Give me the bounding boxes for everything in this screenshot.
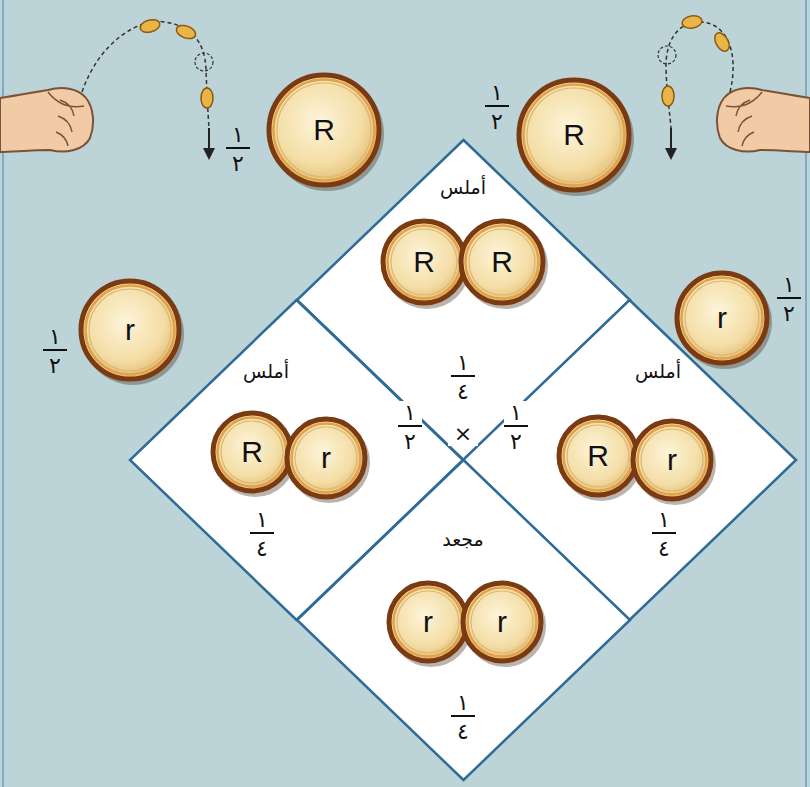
allele-coin: R: [266, 72, 382, 188]
allele-coin: r: [460, 580, 544, 664]
fraction-numerator: ١: [504, 401, 528, 426]
fraction-denominator: ٢: [504, 430, 528, 453]
fraction-numerator: ١: [398, 401, 422, 426]
allele-letter: R: [241, 437, 263, 467]
fraction-numerator: ١: [652, 508, 676, 533]
allele-coin: R: [380, 218, 468, 306]
allele-coin: r: [674, 270, 770, 366]
fraction-denominator: ٢: [398, 430, 422, 453]
fraction-numerator: ١: [226, 123, 250, 148]
fraction-denominator: ٢: [777, 302, 801, 325]
allele-coin: R: [556, 414, 640, 498]
allele-coin: r: [78, 278, 182, 382]
allele-coin: r: [284, 416, 368, 500]
allele-letter: R: [587, 441, 609, 471]
fraction-denominator: ٤: [250, 537, 274, 560]
fraction-denominator: ٢: [226, 152, 250, 175]
multiply-sign: ×: [448, 422, 478, 445]
phenotype-label: مجعد: [442, 527, 484, 553]
phenotype-label: أملس: [440, 175, 486, 201]
allele-letter: r: [423, 607, 433, 637]
allele-letter: r: [717, 303, 727, 333]
allele-letter: R: [563, 120, 585, 150]
hand-illustration: [717, 88, 810, 152]
fraction-denominator: ٢: [485, 110, 509, 133]
phenotype-label: أملس: [243, 359, 289, 385]
coin-chain: [82, 18, 215, 160]
fraction-numerator: ١: [485, 81, 509, 106]
fraction-numerator: ١: [250, 508, 274, 533]
allele-letter: R: [491, 247, 513, 277]
genotype-diamond: مجعد ١ ٤ r r: [297, 460, 630, 780]
allele-letter: r: [497, 607, 507, 637]
allele-letter: R: [313, 115, 335, 145]
allele-letter: r: [321, 443, 331, 473]
phenotype-label: أملس: [635, 359, 681, 385]
allele-letter: r: [667, 445, 677, 475]
hand-illustration: [0, 88, 93, 152]
fraction-denominator: ٤: [451, 720, 475, 743]
fraction-denominator: ٤: [652, 537, 676, 560]
allele-coin: R: [210, 410, 294, 494]
fraction-numerator: ١: [43, 325, 67, 350]
fraction-numerator: ١: [777, 273, 801, 298]
allele-coin: R: [516, 77, 632, 193]
fraction-numerator: ١: [451, 351, 475, 376]
allele-coin: r: [386, 580, 470, 664]
allele-coin: R: [458, 218, 546, 306]
allele-letter: r: [125, 315, 135, 345]
allele-coin: r: [630, 418, 714, 502]
fraction-numerator: ١: [451, 691, 475, 716]
coin-chain: [658, 14, 733, 160]
allele-letter: R: [413, 247, 435, 277]
fraction-denominator: ٢: [43, 354, 67, 377]
fraction-denominator: ٤: [451, 380, 475, 403]
